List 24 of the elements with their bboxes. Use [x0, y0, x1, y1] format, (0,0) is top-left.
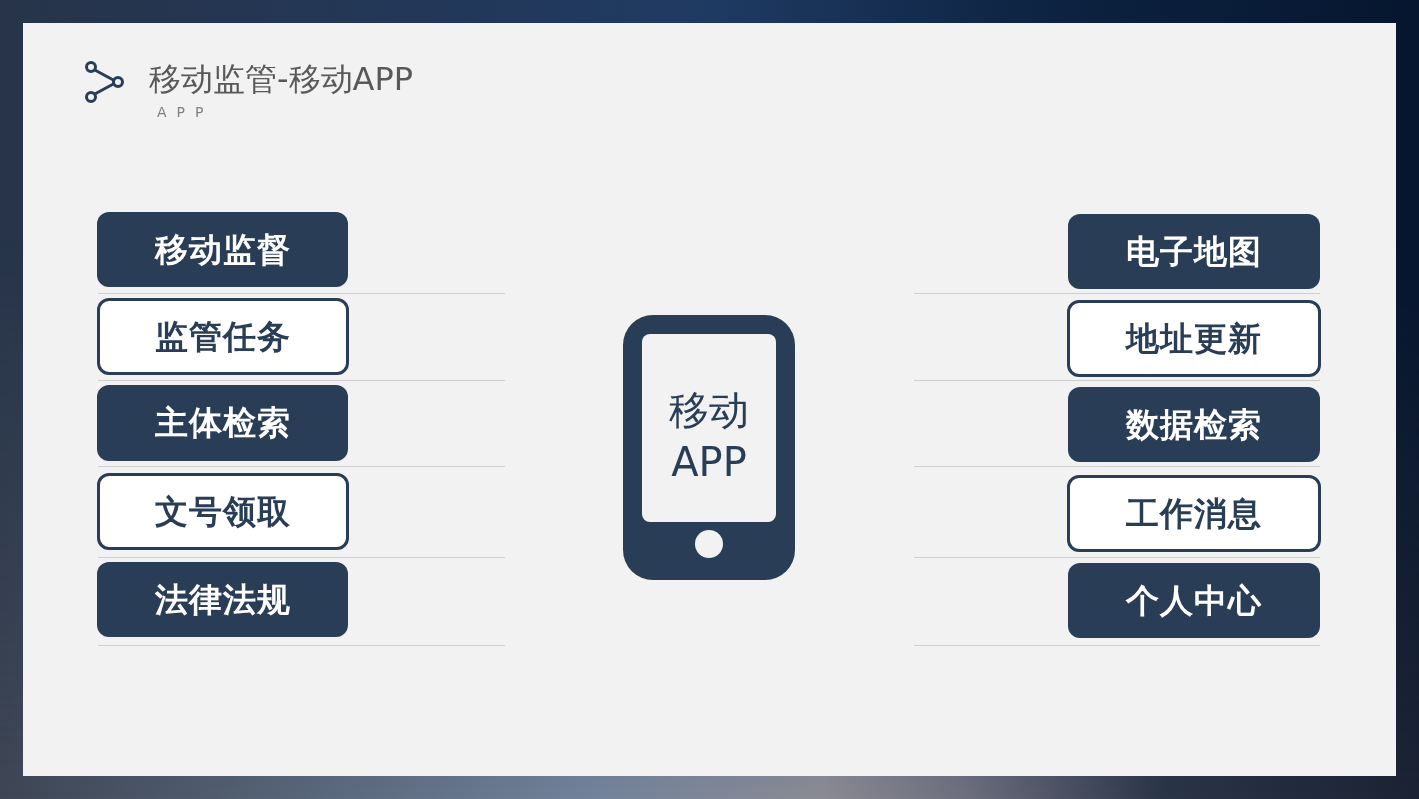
menu-box	[97, 212, 348, 287]
screen-label: 移动 APP	[668, 386, 750, 487]
menu-label: 工作消息	[1126, 493, 1262, 534]
menu-box	[1067, 475, 1321, 552]
menu-label: 电子地图	[1126, 231, 1262, 272]
menu-box	[1068, 563, 1320, 638]
menu-label: 法律法规	[154, 579, 291, 620]
slide-title: 移动监管-移动APP	[149, 59, 414, 100]
menu-label: 移动监督	[154, 229, 291, 270]
menu-label: 数据检索	[1126, 404, 1262, 445]
menu-label: 地址更新	[1126, 318, 1262, 359]
menu-box	[1068, 214, 1320, 289]
menu-box	[97, 562, 348, 637]
menu-box	[1067, 300, 1321, 377]
menu-box	[97, 298, 349, 375]
menu-box	[1068, 387, 1320, 462]
menu-label: 个人中心	[1126, 580, 1262, 621]
smartphone-illustration	[623, 315, 795, 580]
menu-label: 监管任务	[155, 316, 291, 357]
menu-label: 文号领取	[155, 491, 291, 532]
menu-label: 主体检索	[154, 403, 291, 443]
menu-box	[97, 473, 349, 550]
subtitle: APP	[157, 103, 214, 122]
menu-box	[97, 385, 348, 461]
